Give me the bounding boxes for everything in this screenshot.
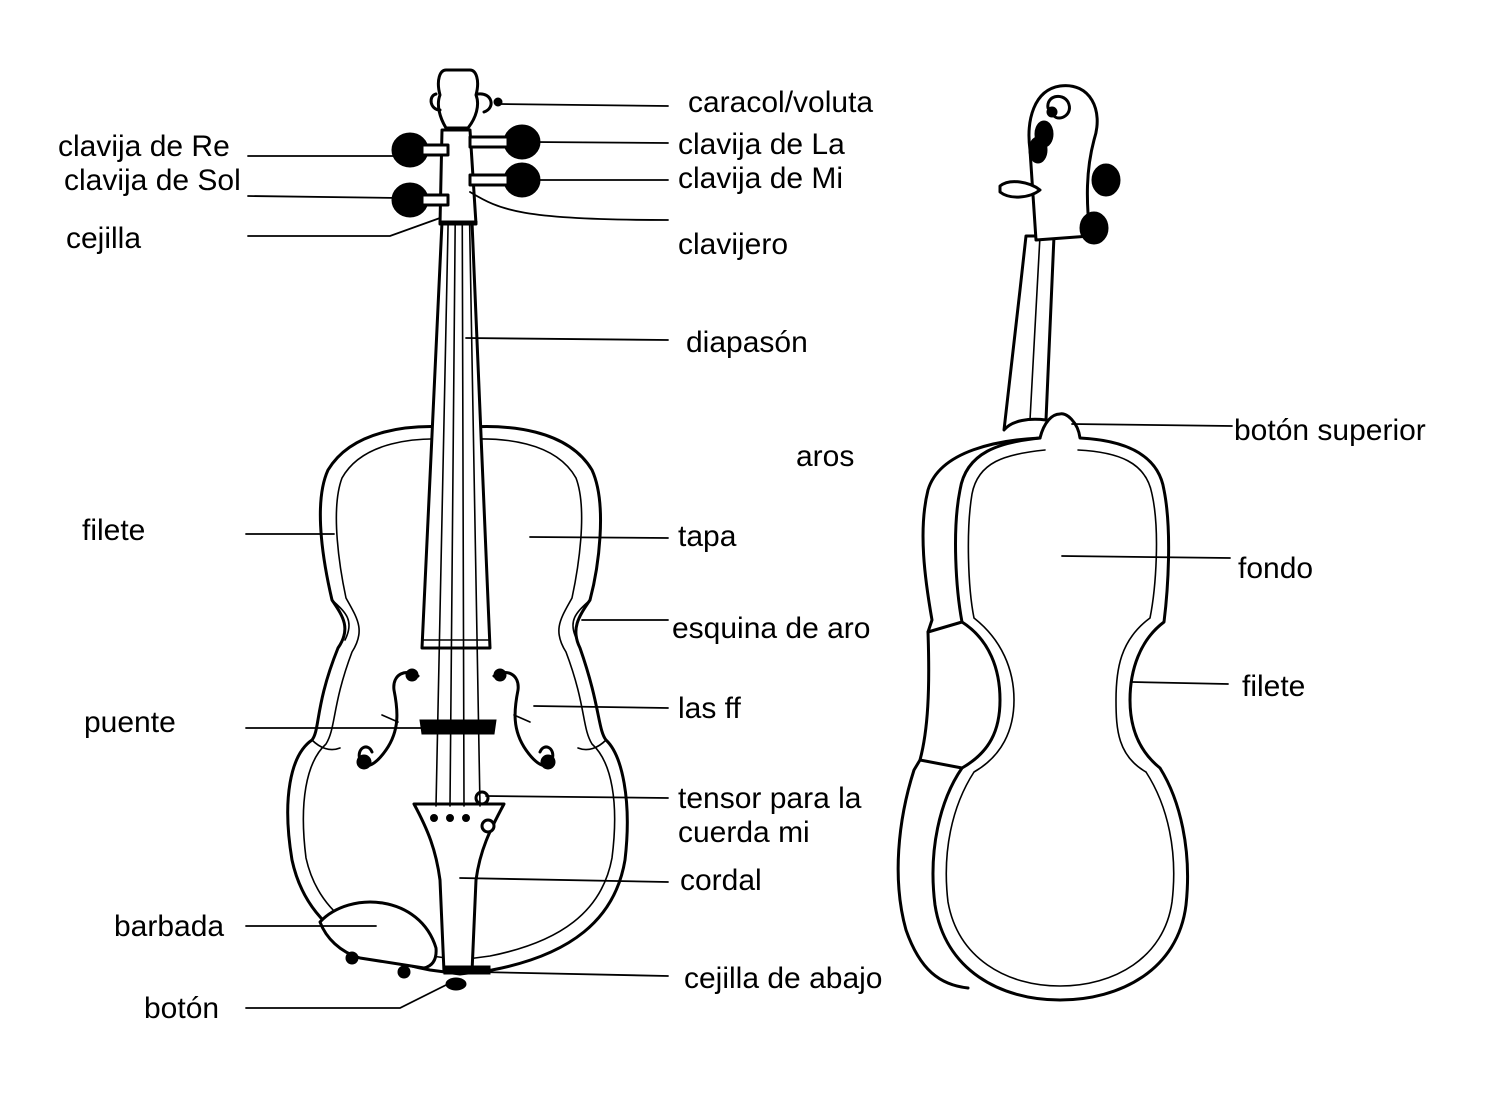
label-fondo: fondo — [1238, 552, 1314, 585]
chinrest-foot-1 — [345, 951, 359, 965]
back-peg-5 — [1079, 211, 1109, 245]
label-barbada: barbada — [114, 910, 225, 943]
label-cordal: cordal — [680, 864, 762, 897]
f-hole-left-nick — [381, 714, 399, 723]
f-hole-right-eye-bottom — [540, 754, 556, 770]
tailpiece-hole-3 — [462, 814, 470, 822]
fingerboard — [420, 220, 492, 650]
f-hole-right-eye-top — [493, 668, 507, 682]
strings — [435, 131, 481, 807]
label-las-ff: las ff — [678, 692, 741, 725]
back-scroll-eye — [1046, 106, 1058, 118]
back-violin — [896, 84, 1190, 1002]
label-boton-superior: botón superior — [1234, 414, 1426, 447]
peg-la-shaft — [468, 135, 510, 149]
leader-lines — [245, 103, 1233, 1009]
back-neck-line — [1029, 235, 1041, 421]
back-ribs — [896, 436, 1042, 990]
chinrest-foot-2 — [397, 965, 411, 979]
bridge — [419, 719, 497, 735]
label-filete-back: filete — [1242, 670, 1306, 703]
f-hole-left — [357, 671, 420, 768]
label-clavija-re: clavija de Re — [58, 130, 230, 163]
label-clavija-la: clavija de La — [678, 128, 845, 161]
back-corner-lower — [918, 758, 964, 770]
label-esquina: esquina de aro — [672, 612, 871, 645]
label-clavija-sol: clavija de Sol — [64, 164, 241, 197]
saddle — [443, 965, 491, 975]
label-cejilla-abajo: cejilla de abajo — [684, 962, 883, 995]
label-aros: aros — [796, 440, 855, 473]
back-peg-3 — [998, 180, 1042, 199]
f-hole-right — [492, 671, 555, 768]
corner-upper-right — [572, 599, 591, 641]
label-diapason: diapasón — [686, 326, 808, 359]
tailpiece-hole-1 — [430, 814, 438, 822]
label-tapa: tapa — [678, 520, 737, 553]
front-scroll — [436, 68, 480, 130]
back-scroll-curl — [1046, 94, 1071, 120]
back-peg-4 — [1091, 163, 1121, 197]
chinrest — [318, 900, 438, 970]
front-violin — [286, 68, 629, 991]
label-tensor: tensor para la cuerda mi — [678, 782, 862, 849]
back-corner-upper — [926, 620, 964, 634]
corner-lower-right — [577, 739, 607, 751]
peg-re-shaft — [420, 143, 450, 157]
scroll-left-curl — [429, 92, 442, 112]
label-cejilla: cejilla — [66, 222, 142, 255]
label-clavija-mi: clavija de Mi — [678, 162, 844, 195]
back-neck — [1002, 234, 1056, 432]
corner-upper-left — [331, 599, 350, 641]
pegs-front — [391, 124, 541, 218]
back-peg-2 — [1028, 136, 1048, 164]
back-purfling — [945, 449, 1175, 987]
fine-tuner-screw — [480, 818, 496, 834]
label-caracol: caracol/voluta — [688, 86, 874, 119]
fine-tuner — [474, 790, 490, 806]
corner-lower-left — [311, 739, 341, 751]
scroll-right-curl — [476, 92, 493, 114]
f-hole-left-eye-top — [405, 668, 419, 682]
f-hole-left-eye-bottom — [356, 754, 372, 770]
peg-sol-shaft — [420, 193, 450, 207]
peg-mi-shaft — [468, 173, 510, 187]
label-puente: puente — [84, 706, 176, 739]
back-plate-outline — [931, 412, 1190, 1002]
f-hole-right-nick — [513, 714, 531, 723]
label-boton: botón — [144, 992, 220, 1025]
label-clavijero: clavijero — [678, 228, 789, 261]
end-button — [445, 977, 467, 991]
label-filete-front: filete — [82, 514, 146, 547]
tailpiece-hole-2 — [446, 814, 454, 822]
